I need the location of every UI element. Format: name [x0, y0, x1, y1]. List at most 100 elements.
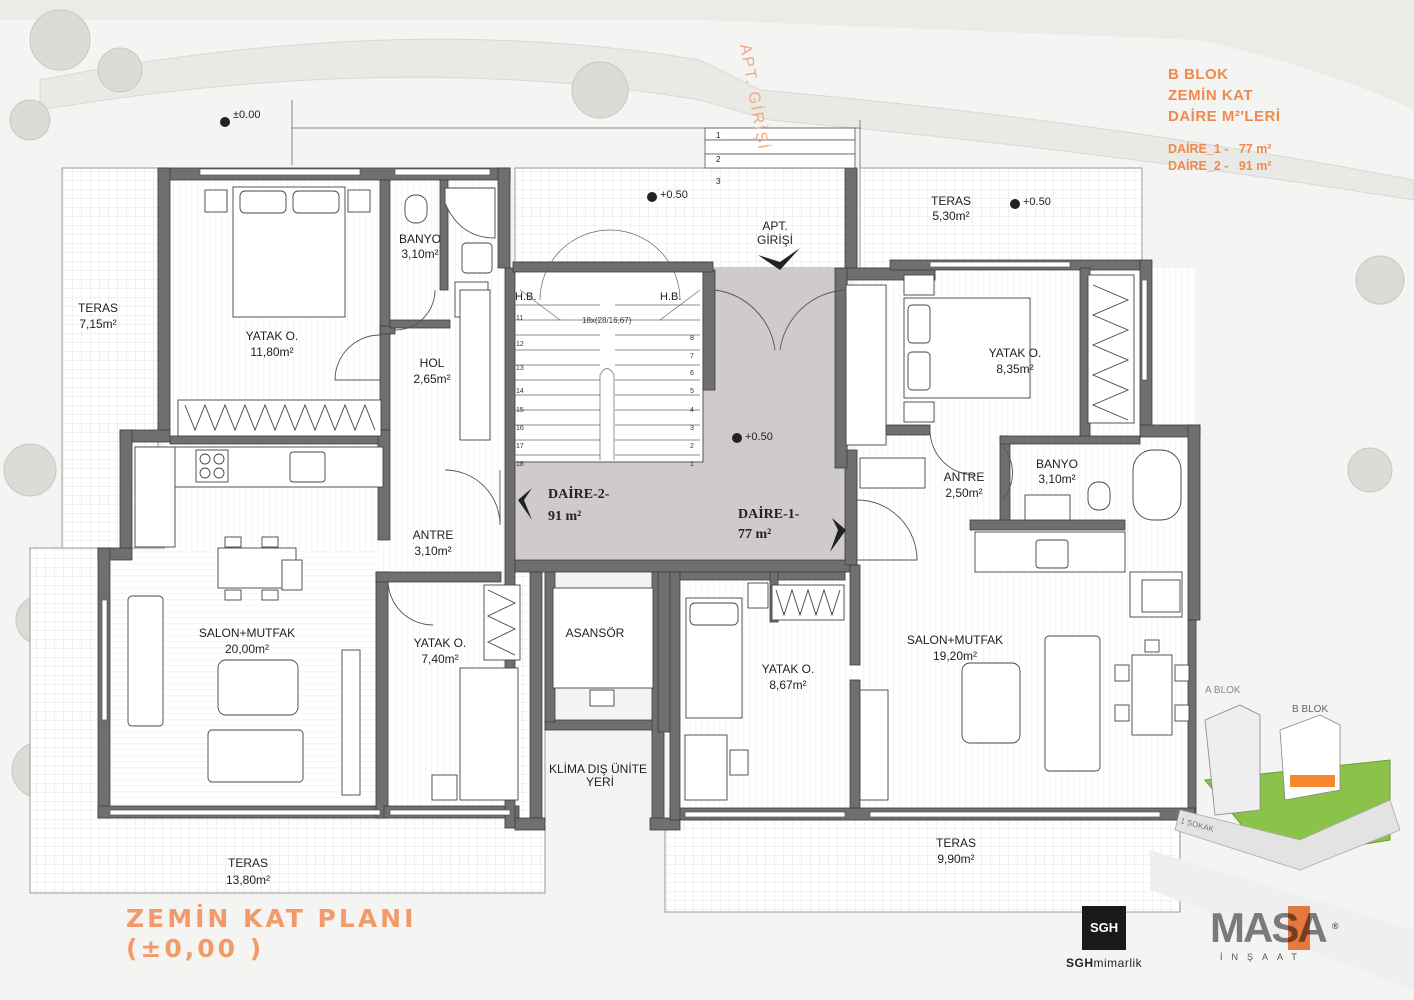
entrance-step-3: 3: [716, 177, 721, 186]
stair-treads: [515, 229, 701, 460]
stair-step-number: 13: [516, 365, 524, 372]
entrance-step-1: 1: [716, 131, 721, 140]
room-teras-left-name: TERAS: [78, 301, 118, 315]
room-hol-name: HOL: [420, 356, 445, 370]
stair-step-number: 8: [690, 335, 694, 342]
entrance-step-2: 2: [716, 155, 721, 164]
daire1-name: DAİRE-1-: [738, 505, 800, 522]
room-yatak4-name: YATAK O.: [762, 662, 815, 676]
sgh-logo-text: SGHmimarlik: [1066, 956, 1142, 970]
info-floor: ZEMİN KAT: [1168, 87, 1254, 104]
stair-note: 18x(28/16,67): [582, 316, 632, 325]
room-antre1-name: ANTRE: [413, 528, 454, 542]
stair-step-number: 17: [516, 443, 524, 450]
plan-title-line2: (±0,00 ): [126, 934, 265, 963]
room-klima-sub: YERİ: [586, 775, 614, 789]
entry-dimension-line: [291, 100, 861, 168]
terrace-top-right: [859, 167, 1143, 269]
room-banyo1-name: BANYO: [399, 232, 441, 246]
info-unit-area: 91 m²: [1238, 159, 1272, 173]
site-mini-plan: [1150, 704, 1414, 990]
daire2-name: DAİRE-2-: [548, 485, 610, 502]
daire1-arrow: [830, 518, 846, 552]
area-info-panel: B BLOK ZEMİN KAT DAİRE M²'LERİ DAİRE_1 -…: [1168, 64, 1281, 175]
room-banyo2-area: 3,10m²: [1038, 472, 1075, 486]
plan-title: ZEMİN KAT PLANI (±0,00 ): [126, 904, 416, 964]
daire1-area: 77 m²: [738, 527, 771, 542]
site-block-b-label: B BLOK: [1292, 704, 1328, 715]
room-yatak1-area: 11,80m²: [250, 345, 293, 359]
level-terrace-text: +0.50: [1023, 196, 1051, 208]
room-yatak2-name: YATAK O.: [414, 636, 467, 650]
stair-step-number: 2: [690, 443, 694, 450]
room-asansor-name: ASANSÖR: [566, 626, 625, 640]
furniture: [127, 186, 1190, 801]
room-yatak1-name: YATAK O.: [246, 329, 299, 343]
stair-hb-right: H.B.: [660, 291, 681, 303]
masa-logo-sub: İNŞAAT: [1220, 952, 1306, 962]
room-salon1-name: SALON+MUTFAK: [199, 626, 295, 640]
entrance-steps: [704, 127, 856, 169]
masa-logo: MASA ® İNŞAAT: [1210, 906, 1339, 963]
room-teras-tr-name: TERAS: [931, 194, 971, 208]
masa-logo-main: MASA ®: [1210, 906, 1339, 950]
room-yatak3-name: YATAK O.: [989, 346, 1042, 360]
entrance-landing: [514, 167, 856, 269]
room-antre1-area: 3,10m²: [414, 544, 451, 558]
site-road: [0, 0, 1414, 110]
girisi-label: GİRİŞİ: [757, 233, 793, 247]
stair-step-number: 1: [690, 461, 694, 468]
masa-logo-accent: [1288, 906, 1310, 950]
room-antre2-area: 2,50m²: [945, 486, 982, 500]
terrace-bottom-right: [664, 819, 1181, 913]
info-areas-title: DAİRE M²'LERİ: [1168, 108, 1281, 125]
stair-hb-left: H.B.: [515, 291, 536, 303]
info-unit-1: DAİRE_1 - 77 m²: [1168, 141, 1281, 158]
room-antre2-name: ANTRE: [944, 470, 985, 484]
info-unit-2: DAİRE_2 - 91 m²: [1168, 158, 1281, 175]
stair-step-number: 11: [516, 315, 523, 322]
apt-entry-arrow: [758, 248, 800, 270]
level-site-text: ±0.00: [233, 109, 260, 121]
room-banyo1-area: 3,10m²: [401, 247, 438, 261]
stair-step-number: 18: [516, 461, 524, 468]
sgh-logo-rest: mimarlik: [1093, 956, 1143, 970]
sgh-logo-mark: SGH: [1082, 906, 1127, 950]
level-entry-text: +0.50: [660, 189, 688, 201]
daire2-arrow: [518, 488, 532, 520]
stair-step-numbers: 11 12 13 14 15 16 17 18 1 2 3 4 5 6 7 8: [516, 315, 694, 468]
info-unit-area: 77 m²: [1238, 142, 1272, 156]
stair-step-number: 6: [690, 370, 694, 377]
room-yatak4-area: 8,67m²: [769, 678, 806, 692]
site-path: [39, 38, 1414, 201]
apt-label: APT.: [762, 219, 787, 233]
room-yatak2-area: 7,40m²: [421, 652, 458, 666]
room-klima-name: KLİMA DIŞ ÜNİTE: [549, 762, 647, 776]
site-block-a-label: A BLOK: [1205, 685, 1241, 696]
room-teras-tr-area: 5,30m²: [932, 209, 969, 223]
room-teras-left-area: 7,15m²: [79, 317, 116, 331]
sgh-logo-bold: SGH: [1066, 956, 1094, 970]
stair-step-number: 5: [690, 388, 694, 395]
stair-step-number: 16: [516, 425, 524, 432]
masa-registered-mark: ®: [1332, 921, 1339, 931]
level-markers: [220, 117, 1020, 443]
info-unit-name: DAİRE_2 -: [1168, 159, 1229, 173]
room-yatak3-area: 8,35m²: [996, 362, 1033, 376]
room-teras-bl-name: TERAS: [228, 856, 268, 870]
room-banyo2-name: BANYO: [1036, 457, 1078, 471]
room-hol-area: 2,65m²: [413, 372, 450, 386]
room-salon2-area: 19,20m²: [933, 649, 977, 663]
stair-step-number: 12: [516, 341, 524, 348]
stair-step-number: 7: [690, 353, 694, 360]
plan-title-line1: ZEMİN KAT PLANI: [126, 904, 417, 933]
stair-step-number: 3: [690, 425, 694, 432]
stair-step-number: 4: [690, 407, 694, 414]
info-unit-name: DAİRE_1 -: [1168, 142, 1229, 156]
room-teras-br-area: 9,90m²: [937, 852, 974, 866]
room-teras-br-name: TERAS: [936, 836, 976, 850]
room-salon2-name: SALON+MUTFAK: [907, 633, 1003, 647]
stair-step-number: 15: [516, 407, 524, 414]
